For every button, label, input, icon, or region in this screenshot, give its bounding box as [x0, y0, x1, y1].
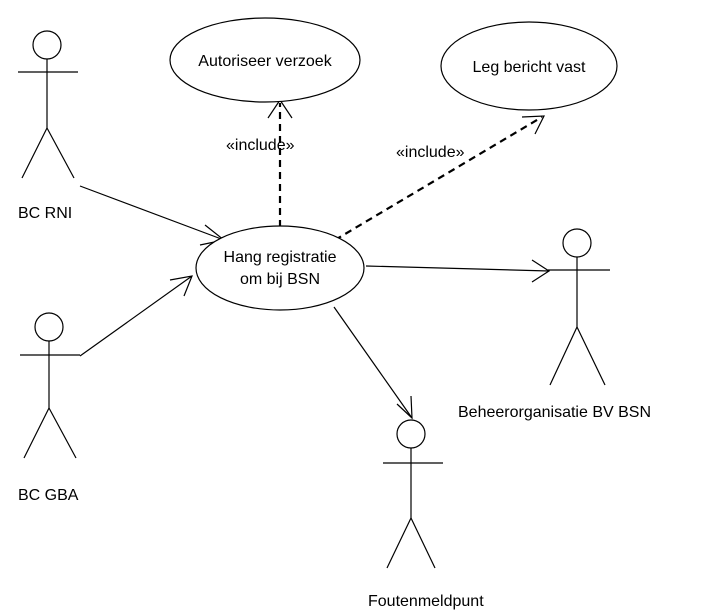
actor-beheerorganisatie: Beheerorganisatie BV BSN — [458, 228, 651, 421]
actor-left-leg — [23, 407, 50, 459]
actor-left-leg — [21, 127, 48, 179]
include-leg-bericht: «include» — [334, 115, 545, 241]
open-arrowhead — [521, 115, 545, 135]
association-fouten — [333, 306, 413, 420]
open-arrowhead — [169, 275, 193, 297]
include-label: «include» — [226, 137, 295, 154]
actor-left-leg — [386, 517, 412, 569]
association-line — [79, 185, 225, 241]
association-bc-gba — [79, 275, 193, 357]
association-bc-rni — [79, 185, 226, 246]
actor-left-leg — [549, 326, 578, 386]
actor-bc-gba: BC GBA — [18, 312, 80, 504]
include-autoriseer: «include» — [226, 98, 295, 227]
usecase-leg-bericht-vast: Leg bericht vast — [440, 21, 618, 111]
open-arrowhead — [531, 259, 551, 283]
include-line — [334, 116, 543, 241]
actor-right-leg — [48, 407, 77, 459]
association-beheer — [365, 259, 551, 283]
include-label: «include» — [396, 144, 465, 161]
actor-label-bc-rni: BC RNI — [18, 205, 72, 222]
usecase-hang-registratie: Hang registratie om bij BSN — [195, 225, 365, 311]
usecase-label: Leg bericht vast — [473, 59, 587, 76]
association-line — [333, 306, 413, 419]
actor-bc-rni: BC RNI — [18, 30, 78, 222]
actor-right-leg — [410, 517, 436, 569]
actor-label-beheer: Beheerorganisatie BV BSN — [458, 404, 651, 421]
usecase-ellipse — [169, 17, 361, 103]
actor-label-foutenmeldpunt: Foutenmeldpunt — [368, 593, 484, 610]
usecase-label-line1: Hang registratie — [224, 249, 337, 266]
open-arrowhead — [396, 395, 413, 420]
association-line — [79, 275, 193, 357]
actor-head — [32, 30, 62, 60]
usecase-ellipse — [440, 21, 618, 111]
actor-right-leg — [46, 127, 75, 179]
actor-foutenmeldpunt: Foutenmeldpunt — [368, 419, 484, 610]
actor-head — [562, 228, 592, 258]
actor-right-leg — [576, 326, 606, 386]
usecase-label-line2: om bij BSN — [240, 271, 320, 288]
usecase-ellipse — [195, 225, 365, 311]
actor-label-bc-gba: BC GBA — [18, 487, 79, 504]
association-line — [365, 265, 550, 272]
usecase-autoriseer-verzoek: Autoriseer verzoek — [169, 17, 361, 103]
actor-head — [396, 419, 426, 449]
actor-head — [34, 312, 64, 342]
usecase-label: Autoriseer verzoek — [198, 53, 332, 70]
